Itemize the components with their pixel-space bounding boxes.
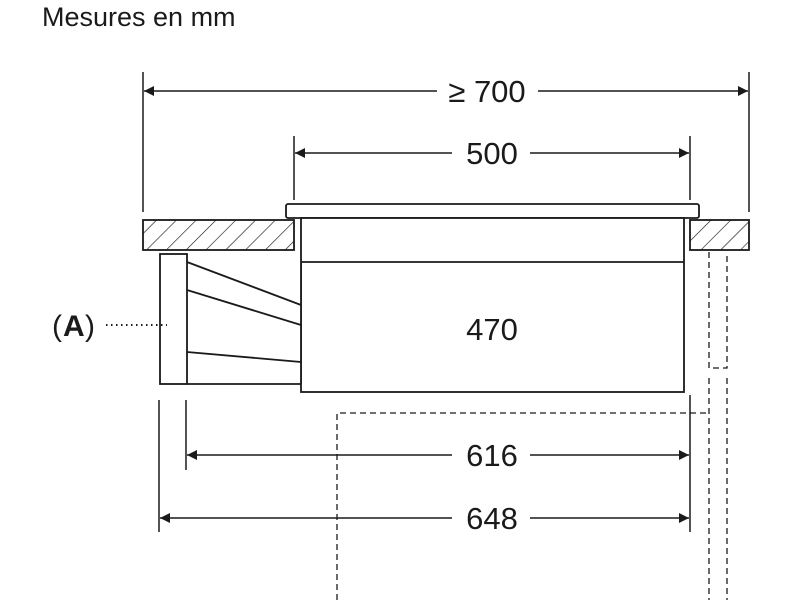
worktop: [142, 219, 750, 251]
worktop-right: [689, 219, 750, 251]
dimension-label-470: 470: [466, 312, 518, 347]
callout-close-paren: ): [85, 310, 95, 343]
duct-connector-a: [159, 253, 302, 385]
dimension-label-616: 616: [466, 438, 518, 473]
callout-a: ( A ): [52, 310, 95, 343]
dimension-label-648: 648: [466, 501, 518, 536]
callout-open-paren: (: [52, 310, 62, 343]
duct-flange: [159, 253, 188, 385]
callout-letter: A: [63, 310, 85, 343]
dimension-label-500: 500: [466, 136, 518, 171]
worktop-left: [142, 219, 295, 251]
hob-glass-plate: [285, 203, 700, 219]
extension-lines: [142, 72, 750, 532]
hob-body: [300, 217, 685, 393]
cabinet-outline: [336, 252, 728, 600]
caption: Mesures en mm: [42, 2, 236, 32]
dimension-label-700: ≥ 700: [448, 74, 525, 109]
